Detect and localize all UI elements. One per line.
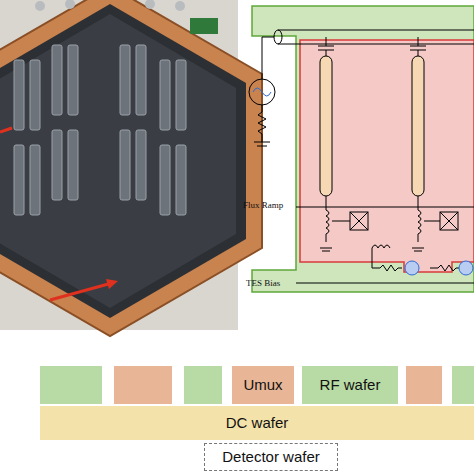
layer-label: Detector wafer xyxy=(222,449,320,466)
layer-label: RF wafer xyxy=(320,377,381,394)
detector-wafer-box: Detector wafer xyxy=(204,443,338,471)
signal-label: TES Bias xyxy=(246,278,280,288)
module-photo xyxy=(0,0,262,336)
umux-layer: Umux xyxy=(232,366,294,404)
rf-wafer-layer: RF wafer xyxy=(302,366,398,404)
signal-label: Flux Ramp xyxy=(243,200,283,210)
layer-label: DC wafer xyxy=(226,415,289,432)
layer-label: Umux xyxy=(243,377,282,394)
layer-blocks xyxy=(40,366,474,404)
dc-wafer-layer: DC wafer xyxy=(40,406,474,440)
readout-schematic xyxy=(249,6,474,292)
